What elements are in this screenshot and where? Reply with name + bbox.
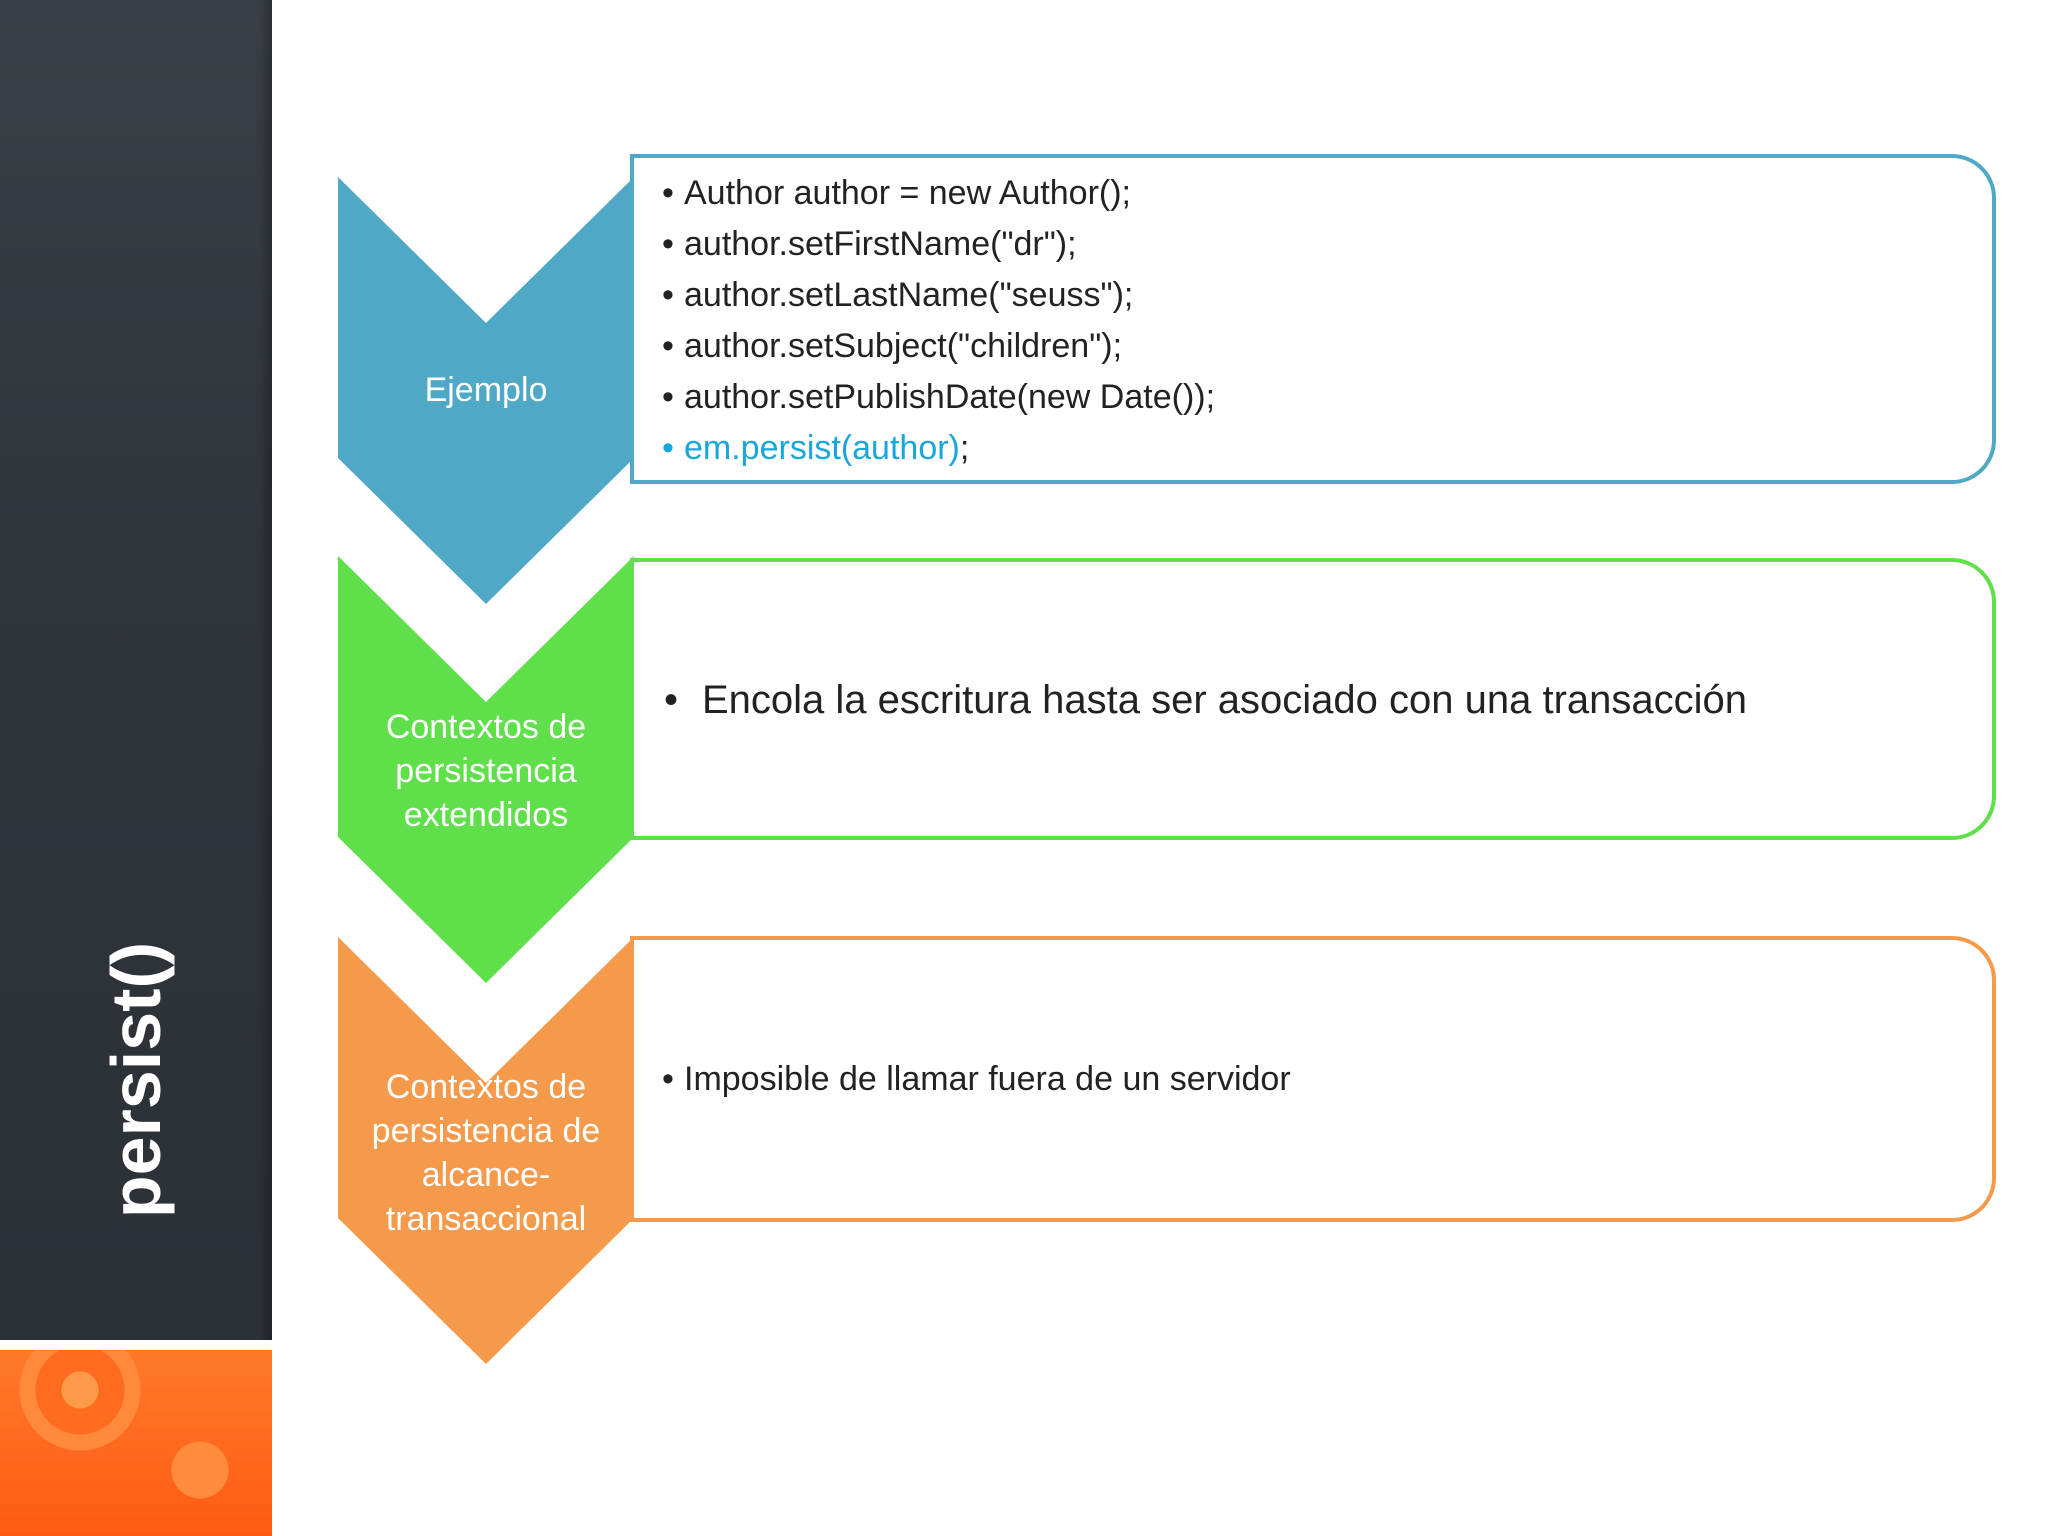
sidebar-accent-decoration [0,1350,272,1536]
code-line-3: author.setLastName("seuss"); [662,270,1992,321]
step-3-label-line-2: persistencia de [371,1112,601,1150]
step-2-label-line-1: Contextos de [385,708,587,746]
step-3-label-line-3: alcance- [421,1156,551,1194]
code-line-persist: em.persist(author); [662,423,1992,474]
chevron-step-3 [338,937,634,1364]
sidebar-panel: persist() [0,0,272,1340]
persist-call-suffix: ; [959,429,970,467]
step-2-label-line-3: extendidos [403,796,569,834]
chevron-step-2 [338,556,634,983]
step-2-label: Contextos de persistencia extendidos [361,705,611,837]
step-1-bullet-list: Author author = new Author(); author.set… [634,158,1992,474]
step-3-bullet-list: Imposible de llamar fuera de un servidor [634,940,1992,1102]
code-line-2: author.setFirstName("dr"); [662,219,1992,270]
code-line-5: author.setPublishDate(new Date()); [662,372,1992,423]
step-2-label-line-2: persistencia [395,752,577,790]
step-2-content-box: Encola la escritura hasta ser asociado c… [630,558,1996,840]
code-line-1: Author author = new Author(); [662,168,1992,219]
step-2-bullet: Encola la escritura hasta ser asociado c… [664,672,1992,728]
persist-call-highlight: em.persist(author) [684,429,960,467]
step-1-label: Ejemplo [361,368,611,412]
step-3-label-line-4: transaccional [385,1200,587,1238]
step-3-content-box: Imposible de llamar fuera de un servidor [630,936,1996,1222]
step-3-label-line-1: Contextos de [385,1068,587,1106]
code-line-4: author.setSubject("children"); [662,321,1992,372]
chevron-step-1 [338,177,634,604]
step-2-bullet-list: Encola la escritura hasta ser asociado c… [634,562,1992,728]
step-1-content-box: Author author = new Author(); author.set… [630,154,1996,484]
step-3-bullet: Imposible de llamar fuera de un servidor [662,1056,1992,1102]
step-1-label-line: Ejemplo [424,371,548,409]
step-3-label: Contextos de persistencia de alcance- tr… [361,1065,611,1241]
